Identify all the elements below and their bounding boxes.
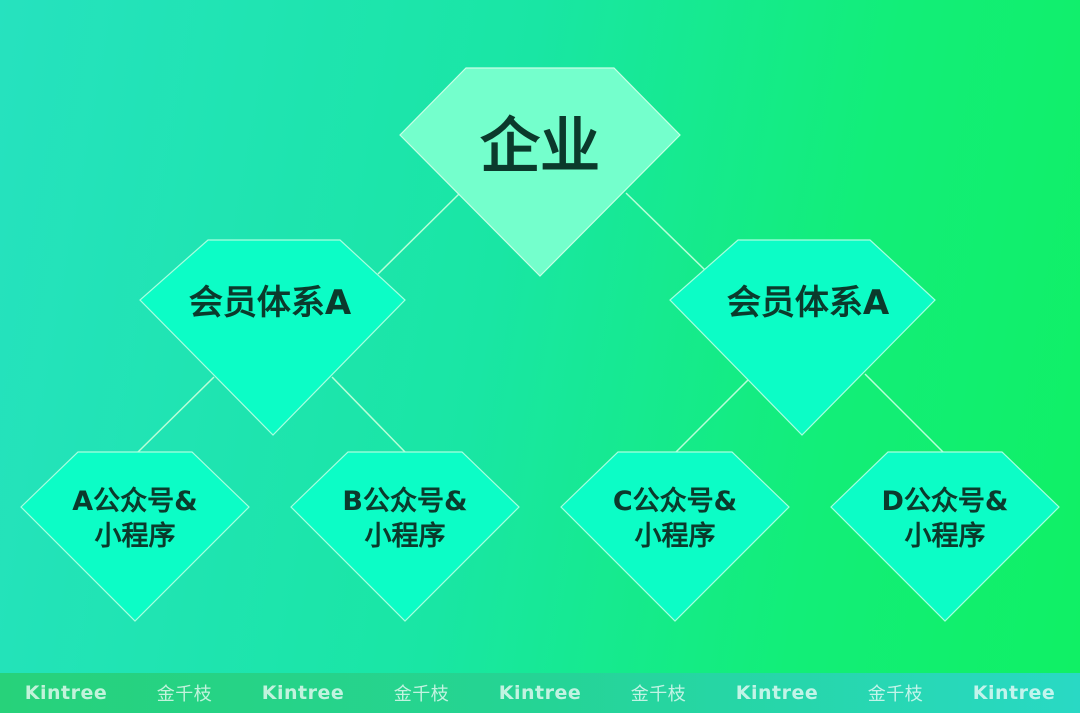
leaf-b-diamond-shape [290,451,520,622]
system-node-right: 会员体系A [669,239,936,436]
system-node-left: 会员体系A [139,239,406,436]
leaf-node-a: A公众号& 小程序 [20,451,250,622]
leaf-b-label-line2: 小程序 [365,520,446,552]
root-label: 企业 [480,112,600,182]
connector-system-b-leaf-c [675,379,749,453]
leaf-c-label-line1: C公众号& [613,486,737,517]
leaf-d-label-line1: D公众号& [882,486,1009,517]
watermark-kintree: Kintree [972,682,1056,704]
leaf-a-label-line1: A公众号& [72,486,197,517]
leaf-a-diamond-shape [20,451,250,622]
leaf-d-label-line2: 小程序 [905,520,986,552]
watermark-kintree: Kintree [261,682,345,704]
leaf-a-label-line2: 小程序 [95,520,176,552]
hierarchy-diagram: 企业 会员体系A 会员体系A A公众号& 小程序 B公众号& 小程序 C公众号&… [20,67,1060,622]
root-node: 企业 [399,67,681,277]
leaf-node-b: B公众号& 小程序 [290,451,520,622]
watermark-kintree: Kintree [735,682,819,704]
connector-system-a-leaf-a [137,376,215,453]
connector-system-a-leaf-b [331,376,406,453]
watermark-jinqianzhi: 金千枝 [156,684,213,705]
leaf-c-label-line2: 小程序 [635,520,716,552]
watermark-jinqianzhi: 金千枝 [867,684,924,705]
watermark-jinqianzhi: 金千枝 [630,684,687,705]
leaf-c-diamond-shape [560,451,790,622]
system-right-label: 会员体系A [727,283,890,323]
leaf-b-label-line1: B公众号& [342,486,467,517]
watermark-jinqianzhi: 金千枝 [393,684,450,705]
watermark-footer: Kintree 金千枝 Kintree 金千枝 Kintree 金千枝 Kint… [0,673,1080,713]
system-right-diamond-shape [669,239,936,436]
connector-system-b-leaf-d [864,373,944,453]
watermark-kintree: Kintree [24,682,108,704]
system-left-diamond-shape [139,239,406,436]
connectors [137,192,944,453]
watermark-kintree: Kintree [498,682,582,704]
root-diamond-shape [399,67,681,277]
system-left-label: 会员体系A [189,283,352,323]
connector-root-system-b [625,192,706,271]
leaf-node-c: C公众号& 小程序 [560,451,790,622]
leaf-node-d: D公众号& 小程序 [830,451,1060,622]
connector-root-system-a [377,192,461,275]
leaf-d-diamond-shape [830,451,1060,622]
